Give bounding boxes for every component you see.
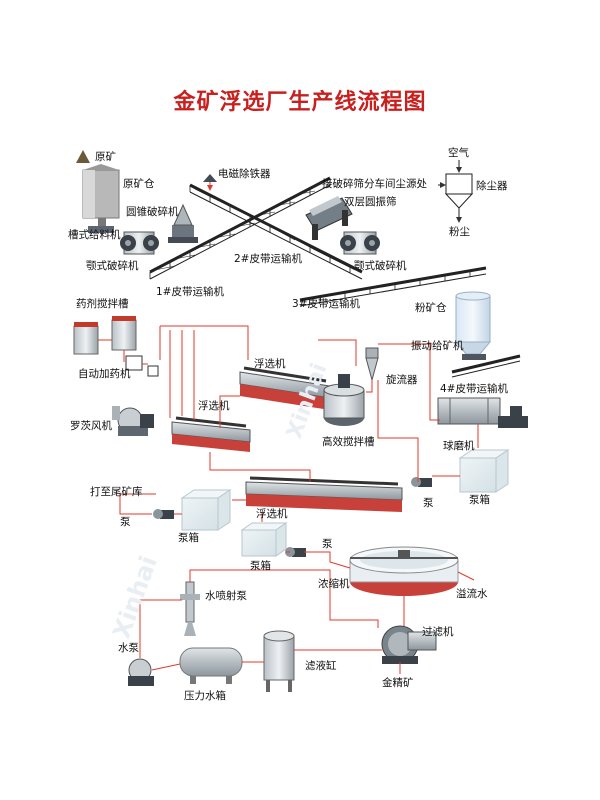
jaw-crusher-1-shape	[120, 231, 159, 255]
label-concentrate: 金精矿	[382, 677, 414, 689]
label-dust-collector: 除尘器	[476, 180, 508, 192]
watermark: Xinhai	[107, 552, 162, 642]
ball-mill-shape	[437, 397, 528, 428]
thickener-shape	[349, 546, 459, 596]
label-dust: 粉尘	[449, 226, 470, 238]
label-pump-box-2: 泵箱	[178, 532, 199, 544]
label-belt-2: 2#皮带运输机	[234, 253, 302, 265]
water-pump-shape	[128, 658, 154, 686]
belt-conveyors	[149, 176, 521, 378]
label-auto-dosing: 自动加药机	[78, 368, 131, 380]
label-belt-4: 4#皮带运输机	[440, 383, 508, 395]
agent-tanks-shape	[73, 316, 137, 355]
jaw-crusher-2-shape	[340, 231, 380, 255]
auto-dosing-shape	[125, 355, 159, 377]
label-tailings: 打至尾矿库	[90, 486, 143, 498]
label-pump-3: 泵	[322, 538, 333, 550]
filtrate-tank-shape	[263, 630, 295, 692]
label-water-pump: 水泵	[118, 642, 139, 654]
label-raw-bin: 原矿仓	[123, 178, 155, 190]
label-agitation-tank: 高效搅拌槽	[322, 436, 375, 448]
label-filtrate-tank: 滤液缸	[305, 660, 337, 672]
label-thickener: 浓缩机	[318, 578, 350, 590]
pump-box-center	[240, 522, 288, 557]
label-roots-blower: 罗茨风机	[70, 420, 112, 432]
dust-collector-shape	[444, 173, 474, 209]
hydrocyclone-shape	[365, 347, 379, 382]
roots-blower-shape	[112, 406, 154, 436]
label-jet-pump: 水喷射泵	[205, 590, 247, 602]
label-pump-box-3: 泵箱	[250, 560, 271, 572]
label-flotation-3: 浮选机	[256, 508, 288, 520]
flotation-cells-middle	[171, 416, 251, 452]
label-magnet: 电磁除铁器	[218, 168, 271, 180]
cone-crusher-shape	[168, 203, 198, 243]
label-pump-2: 泵	[120, 516, 131, 528]
label-pressure-tank: 压力水箱	[184, 690, 226, 702]
label-flotation-1: 浮选机	[254, 358, 286, 370]
label-jaw-crusher-2: 颚式破碎机	[354, 260, 407, 272]
label-pump-box-1: 泵箱	[469, 494, 490, 506]
powder-bin-shape	[454, 291, 492, 355]
label-dust-source: 接破碎筛分车间尘源处	[322, 178, 427, 190]
label-jaw-crusher-1: 颚式破碎机	[86, 260, 139, 272]
page-title: 金矿浮选厂生产线流程图	[173, 90, 427, 115]
jet-pump-shape	[180, 581, 200, 636]
flotation-cells-lower	[245, 476, 403, 512]
label-pump-1: 泵	[423, 497, 434, 509]
raw-ore-icon	[76, 150, 90, 163]
agitation-tank-shape	[323, 374, 365, 426]
label-double-screen: 双层圆振筛	[344, 196, 397, 208]
pressure-tank-shape	[179, 647, 243, 684]
filter-shape	[381, 625, 437, 664]
magnet-shape	[203, 174, 217, 182]
label-ball-mill: 球磨机	[443, 440, 475, 452]
label-belt-3: 3#皮带运输机	[292, 298, 360, 310]
vib-feeder-shape	[462, 354, 486, 360]
label-belt-1: 1#皮带运输机	[156, 286, 224, 298]
trough-feeder-shape	[88, 226, 114, 233]
label-filter: 过滤机	[422, 626, 454, 638]
label-raw-ore: 原矿	[95, 151, 116, 163]
label-trough-feeder: 槽式给料机	[68, 229, 121, 241]
flow-lines	[98, 325, 479, 674]
pump-box-left	[180, 489, 232, 531]
label-vib-feeder: 振动给矿机	[411, 340, 464, 352]
double-screen-shape	[305, 196, 353, 240]
label-powder-bin: 粉矿仓	[415, 302, 447, 314]
label-cone-crusher: 圆锥破碎机	[126, 206, 179, 218]
label-air: 空气	[448, 147, 469, 159]
pump-box-right	[458, 449, 510, 493]
label-agent-tank: 药剂搅拌槽	[76, 298, 129, 310]
label-hydrocyclone: 旋流器	[386, 374, 418, 386]
raw-ore-bin	[82, 164, 120, 226]
label-overflow: 溢流水	[456, 588, 488, 600]
label-flotation-2: 浮选机	[198, 400, 230, 412]
